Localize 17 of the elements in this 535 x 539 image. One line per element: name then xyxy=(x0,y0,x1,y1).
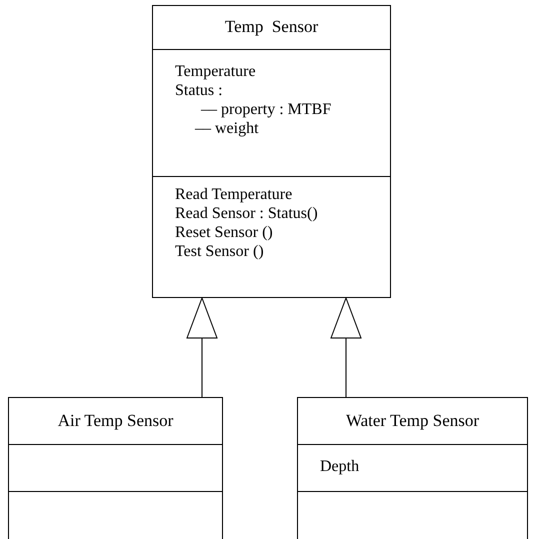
member-text: Test Sensor () xyxy=(175,242,264,261)
class-name: Air Temp Sensor xyxy=(58,411,174,431)
member-text: Status : xyxy=(175,80,223,100)
class-box xyxy=(297,397,528,539)
inheritance-arrow xyxy=(330,298,362,398)
class-name: Temp Sensor xyxy=(224,17,318,38)
member-text: Read Sensor : Status() xyxy=(175,204,318,223)
member-text: –– property : MTBF xyxy=(200,100,332,119)
class-name: Water Temp Sensor xyxy=(346,411,480,431)
member-text: Read Temperature xyxy=(175,184,292,204)
member-text: Depth xyxy=(320,457,360,476)
member-text: –– weight xyxy=(194,118,259,138)
member-text: Reset Sensor () xyxy=(175,222,273,242)
class-box xyxy=(8,397,223,539)
class-box xyxy=(152,5,391,298)
inheritance-arrow xyxy=(186,298,218,398)
member-text: Temperature xyxy=(175,62,256,81)
